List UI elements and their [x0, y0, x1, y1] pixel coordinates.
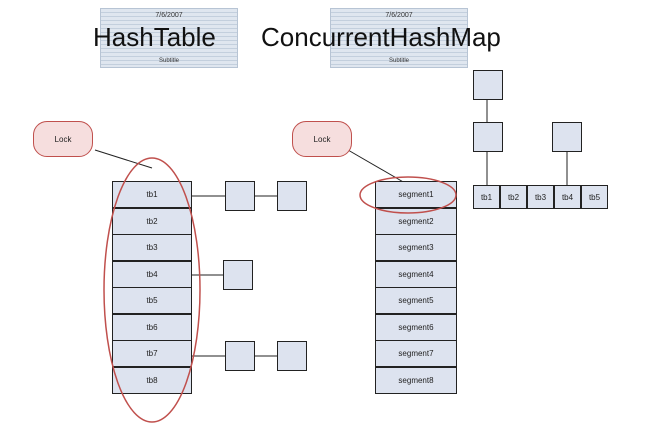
chain-node — [277, 181, 307, 211]
hashtable-lock: Lock — [33, 121, 93, 157]
hashtable-bucket: tb2 — [112, 207, 192, 235]
hashtable-bucket: tb6 — [112, 313, 192, 341]
chain-node — [223, 260, 253, 290]
segment-bucket: tb2 — [500, 185, 527, 209]
slide-date: 7/6/2007 — [385, 12, 413, 19]
segment-cell: segment6 — [375, 313, 457, 341]
hashtable-bucket: tb5 — [112, 287, 192, 314]
segment-cell: segment4 — [375, 260, 457, 288]
slide-subtitle: Subtitle — [388, 58, 409, 64]
slide-date: 7/6/2007 — [155, 12, 183, 19]
hashtable-title: HashTable — [93, 22, 216, 52]
segment-cell: segment1 — [375, 181, 457, 208]
segment-bucket: tb4 — [554, 185, 581, 209]
segment-cell: segment2 — [375, 207, 457, 235]
chain-node — [473, 122, 503, 152]
slide-thumbnail-left: 7/6/2007 Subtitle — [100, 8, 238, 68]
hashtable-bucket: tb7 — [112, 340, 192, 367]
hashtable-bucket: tb3 — [112, 234, 192, 261]
segment-bucket: tb5 — [581, 185, 608, 209]
segment-cell: segment7 — [375, 340, 457, 367]
chain-node — [225, 341, 255, 371]
slide-thumbnail-right: 7/6/2007 Subtitle — [330, 8, 468, 68]
hashtable-bucket: tb4 — [112, 260, 192, 288]
hashtable-lock-connector — [94, 149, 153, 169]
hashtable-bucket: tb1 — [112, 181, 192, 208]
segment-lock: Lock — [292, 121, 352, 157]
chain-node — [277, 341, 307, 371]
chain-node — [473, 70, 503, 100]
concurrenthashmap-title: ConcurrentHashMap — [261, 22, 501, 52]
chain-node — [225, 181, 255, 211]
segment-lock-connector — [347, 149, 406, 184]
hashtable-bucket: tb8 — [112, 366, 192, 394]
segment-bucket: tb1 — [473, 185, 500, 209]
chain-node — [552, 122, 582, 152]
slide-subtitle: Subtitle — [158, 58, 179, 64]
segment-cell: segment5 — [375, 287, 457, 314]
segment-cell: segment3 — [375, 234, 457, 261]
segment-cell: segment8 — [375, 366, 457, 394]
segment-bucket: tb3 — [527, 185, 554, 209]
